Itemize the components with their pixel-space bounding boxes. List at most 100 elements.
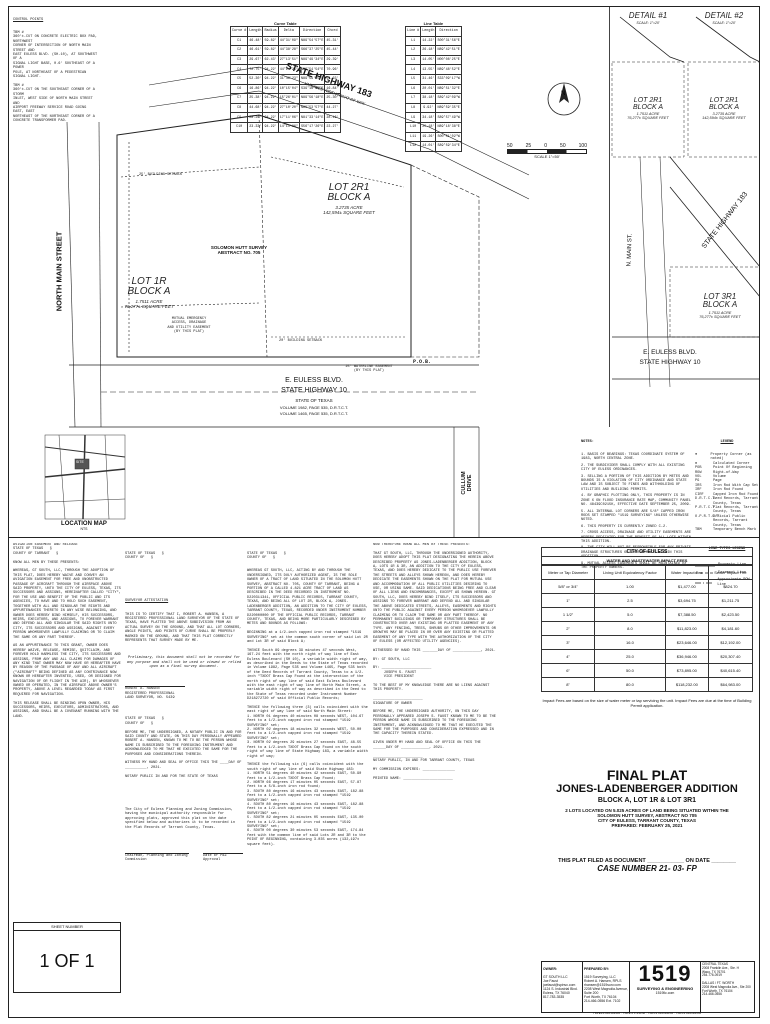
line-table-cell: 20.01' — [420, 83, 437, 95]
notes-heading: NOTES: — [581, 439, 594, 444]
line-table-cell: N89°18'38"E — [435, 121, 462, 133]
impact-fee-cell: 5.0 — [594, 607, 666, 622]
impact-fee-cell: $12,192.00 — [707, 635, 754, 650]
curve-table-cell: 46.48' — [247, 35, 264, 47]
highway-183-south-row — [148, 90, 530, 200]
legend-symbol: D.R.T.C.T. — [695, 497, 717, 502]
legend-item: ⊗Calculated Corner — [695, 462, 759, 466]
curve-table-cell: N89°54'57"E — [298, 35, 326, 47]
legend-symbol: O.P.R.T.C.T. — [695, 514, 721, 519]
impact-fee-cell: $1,477.00 — [664, 579, 709, 594]
legend-symbol: ROW — [695, 470, 702, 475]
line-table-cell: N00°08'25"E — [435, 54, 462, 66]
detail-1-area: 1.7511 ACRE 76,277± SQUARE FEET — [627, 112, 669, 120]
curve-table-cell: N89°53'57"E — [298, 102, 326, 114]
line-table-cell: N89°59'35"E — [435, 102, 462, 114]
legend-item: PG Page — [695, 479, 759, 483]
legend-heading: LEGEND — [720, 439, 734, 444]
scale-tick: 25 — [525, 143, 532, 149]
highway-183-north-row — [148, 66, 530, 176]
surveyor-text: THIS IS TO CERTIFY THAT I, ROBERT A. HAN… — [125, 612, 244, 644]
location-map-sub: NTS — [80, 527, 88, 531]
impact-fee-cell: 4" — [540, 649, 596, 664]
prepared-details: 1519 Surveying, LLC Robert A. Hansen, RP… — [584, 975, 628, 1003]
impact-fee-row: 4"25.0$36,946.00$20,307.40 — [540, 649, 754, 664]
detail-2-scale: SCALE: 1"=20' — [712, 21, 736, 25]
owner-preparer-block: OWNER: GT SOUTH LLC Joe Faust joefaust@s… — [541, 961, 755, 1013]
line-table-cell: 31.46' — [420, 73, 437, 85]
state-hwy-10-label: STATE HIGHWAY 10 — [281, 387, 347, 394]
impact-fee-cell: 16.0 — [594, 635, 666, 650]
line-table-cell: L1 — [404, 35, 422, 47]
line-table-cell: 14.05' — [420, 54, 437, 66]
curve-table-cell: 52.30' — [247, 73, 264, 85]
line-table-title: Line Table — [423, 21, 444, 26]
curve-table-cell: C5 — [229, 73, 249, 85]
cullum-drive-label: CULLUM DRIVE — [461, 471, 473, 495]
curve-table-cell: C8 — [229, 102, 249, 114]
line-table-cell: L2 — [404, 45, 422, 56]
legend-symbol: IRF — [695, 488, 702, 493]
surveyor-notary: STATE OF TEXAS § COUNTY OF § BEFORE ME, … — [125, 717, 242, 779]
legend-symbol: POB — [695, 466, 702, 471]
line-table-cell: 13.55' — [420, 64, 437, 75]
setback-label-1: 25' BUILDING SETBACK — [139, 173, 183, 177]
impact-fee-row: 1"2.5$3,694.75$1,211.75 — [540, 593, 754, 608]
curve-table-cell: 94.22' — [262, 112, 279, 123]
preparer-info: PREPARED BY: 1519 Surveying, LLC Robert … — [583, 962, 630, 1012]
surveyor-block: STATE OF TEXAS § COUNTY OF § SURVEYOR AT… — [125, 543, 243, 871]
impact-fee-cell: 6" — [540, 663, 596, 678]
legend-text: Iron Rod Found — [713, 488, 744, 493]
legend-symbol: PG — [695, 479, 700, 484]
impact-fee-cell: $7,388.50 — [664, 607, 709, 622]
final-plat-title: FINAL PLAT — [606, 767, 688, 783]
curve-table-cell: S56°17'26"E — [298, 121, 326, 133]
owner-label: OWNER: — [543, 967, 558, 971]
plat-sheet: CONTROL POINTS TBM # 360'±-CUT ON CONCRE… — [8, 6, 760, 1018]
easement-label-2: 15' WATERLINE EASEMENT (BY THIS PLAT) — [345, 365, 393, 374]
line-table-cell: 19.26' — [420, 131, 437, 143]
impact-fee-row: 3"16.0$23,646.00$12,192.00 — [540, 635, 754, 650]
curve-table-cell: 23.27' — [324, 121, 341, 133]
legend-symbol: TBM — [695, 527, 702, 532]
line-table-cell: L5 — [404, 73, 422, 85]
title-city: CITY OF EULESS, TARRANT COUNTY, TEXAS — [597, 818, 697, 823]
impact-fee-cell: 1.00 — [594, 579, 666, 594]
legend-text: Page — [713, 479, 722, 484]
detail-1-title: DETAIL #1 — [628, 11, 668, 20]
note-item: 4. BY GRAPHIC PLOTTING ONLY, THIS PROPER… — [581, 494, 694, 508]
curve-table-cell: 29.39' — [324, 54, 341, 66]
impact-fee-cell: $20,307.40 — [707, 649, 754, 664]
impact-fee-row: 1 1/2"5.0$7,388.50$2,423.50 — [540, 607, 754, 622]
impact-fee-cell: 50.0 — [594, 663, 666, 678]
legend-item: O.P.R.T.C.T.Official Public Records, Tar… — [695, 515, 759, 528]
curve-table-cell: 16.86' — [247, 83, 264, 95]
curve-table-header: Chord — [324, 26, 341, 37]
impact-fee-cell: $23,646.00 — [664, 635, 709, 650]
volume-1-label: VOLUME 1982, PAGE 535, D.R.T.C.T. — [279, 405, 349, 410]
control-points-notes: CONTROL POINTS TBM # 360'±-CUT ON CONCRE… — [13, 9, 99, 132]
impact-fee-row: 5/8" or 3/4"1.00$1,477.00$824.70 — [540, 579, 754, 594]
lot-1r-title: LOT 1R BLOCK A — [127, 276, 171, 297]
filed-as-document: THIS PLAT FILED AS DOCUMENT ____________… — [558, 858, 736, 864]
line-table-header: Line # — [404, 26, 422, 37]
curve-table-title: Curve Table — [274, 21, 297, 26]
curve-table-header: Length — [247, 26, 264, 37]
line-table-cell: N89°48'52"E — [435, 64, 462, 75]
impact-fee-cell: 2.5 — [594, 593, 666, 608]
impact-fee-cell: 1" — [540, 593, 596, 608]
detail-1-lot: LOT 2R1 BLOCK A — [632, 97, 664, 111]
line-table-cell: L8 — [404, 102, 422, 114]
